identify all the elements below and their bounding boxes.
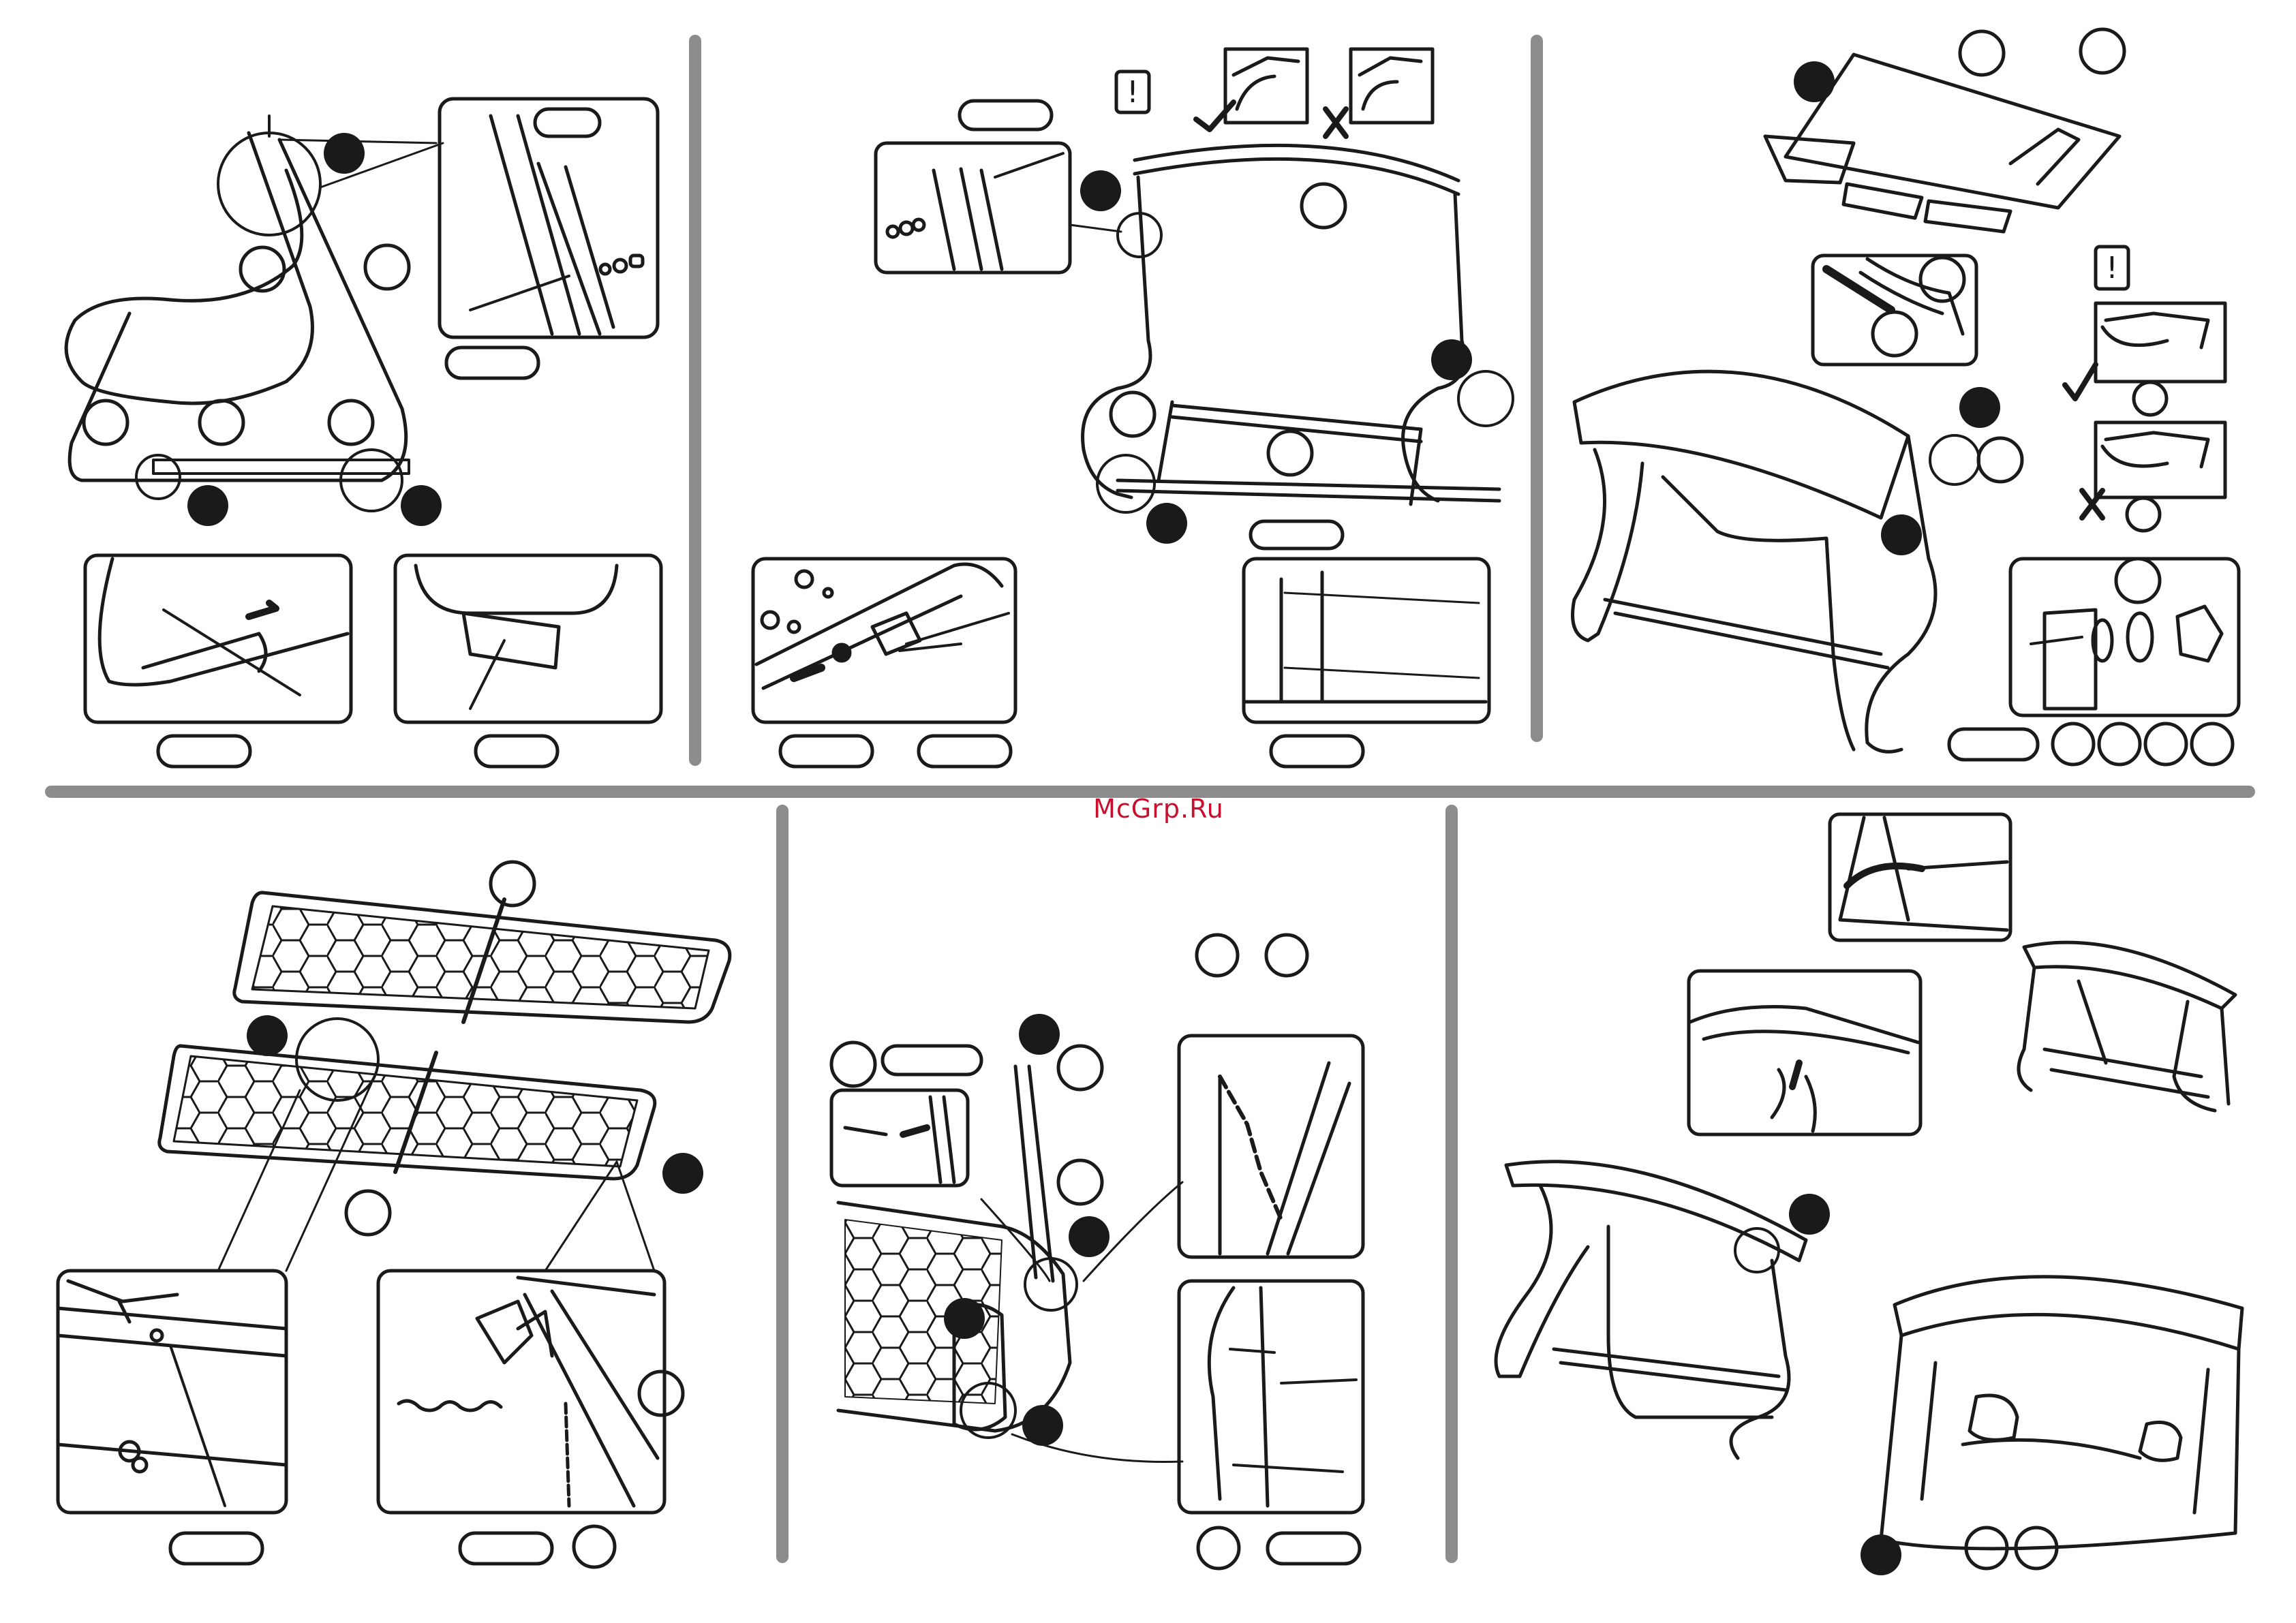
svg-text:!: ! [2106, 251, 2118, 285]
knob-icon [2177, 606, 2222, 661]
detail-box-bottom-left [753, 559, 1015, 722]
arrow-icon [1826, 269, 1891, 310]
part-label-box [170, 1533, 262, 1564]
part-number-circle [2081, 29, 2124, 73]
part-number-circle [491, 862, 534, 906]
part-label-box [919, 736, 1011, 767]
check-mark-icon [1196, 102, 1234, 129]
part-number-circle [2116, 559, 2160, 602]
panel-canopy-installation: ! [1573, 29, 2239, 764]
part-number-circle [1111, 392, 1154, 436]
panel-top-frame-assembly: ! [753, 49, 1513, 767]
part-label-box [883, 1046, 981, 1075]
part-number-circle [1268, 431, 1312, 475]
part-number-circle [1302, 184, 1345, 228]
cap-icon [630, 256, 643, 266]
part-label-box [960, 101, 1052, 129]
part-number-circle [2192, 724, 2233, 764]
detail-box-spring-mount [1179, 1281, 1363, 1513]
part-number-circle [2134, 382, 2167, 415]
panel-side-frame-assembly [66, 99, 661, 767]
hook-icon [151, 1330, 162, 1341]
detail-box-hook [58, 1271, 286, 1513]
part-number-circle [1960, 31, 2004, 75]
canopy-top [1574, 371, 1908, 518]
part-label-box [780, 736, 872, 767]
detail-box-chain [1179, 1036, 1363, 1257]
canopy-cover-installed [1895, 1277, 2242, 1349]
part-number-circle [1198, 1528, 1239, 1568]
part-number-circle [574, 1526, 615, 1567]
part-label-box [535, 109, 600, 136]
part-label-box [1949, 729, 2038, 760]
nut-icon [614, 260, 626, 272]
spring-icon [1230, 1349, 1274, 1352]
part-number-circle [639, 1372, 683, 1415]
part-number-circle [329, 401, 373, 444]
arrow-icon [903, 1128, 927, 1134]
rotate-arrow-icon [1847, 866, 1922, 886]
detail-box-joint-left [85, 555, 351, 722]
part-number-circle [1978, 438, 2022, 482]
part-number-circle [2127, 498, 2160, 531]
watermark: McGrp.Ru [1084, 794, 1234, 824]
part-label-box [460, 1533, 552, 1564]
part-number-circle [346, 1191, 390, 1235]
part-number-circle [200, 401, 243, 444]
part-number-circle [1058, 1046, 1102, 1089]
part-label-box [1251, 521, 1343, 548]
part-number-circle [84, 401, 127, 444]
canopy-cover [1786, 55, 2119, 208]
part-number-circle [1197, 935, 1238, 976]
detail-box-spring-hook [1689, 971, 1920, 1134]
part-number-circle [2145, 724, 2186, 764]
part-number-circle [1920, 258, 1964, 301]
arrow-icon [794, 668, 821, 678]
detail-box-foot [395, 555, 661, 722]
part-number-circle [2053, 724, 2094, 764]
panel-seat-frame-assembly [58, 862, 730, 1567]
chain-icon [566, 1404, 569, 1506]
part-number-circle [1058, 1160, 1102, 1204]
nut-icon [2128, 613, 2152, 661]
cross-mark-icon [1326, 109, 1346, 136]
part-number-circle [2099, 724, 2140, 764]
part-label-box [476, 736, 557, 767]
part-label-box [158, 736, 250, 767]
arrow-icon [1792, 1063, 1799, 1087]
part-number-circle [1873, 312, 1916, 356]
part-number-circle [365, 245, 409, 289]
part-number-circle [831, 1042, 875, 1086]
part-label-box [446, 347, 538, 378]
chain-icon [1220, 1077, 1281, 1220]
cross-mark-icon [2082, 491, 2102, 518]
washer-icon [600, 264, 610, 274]
check-mark-icon [2065, 365, 2096, 399]
spring-icon [399, 1401, 501, 1410]
panel-final-assembly [1496, 814, 2242, 1568]
part-label-box [1271, 736, 1363, 767]
arrow-icon [249, 603, 276, 617]
part-number-circle [1266, 935, 1307, 976]
part-label-box [1268, 1533, 1360, 1564]
svg-text:!: ! [1127, 75, 1139, 110]
